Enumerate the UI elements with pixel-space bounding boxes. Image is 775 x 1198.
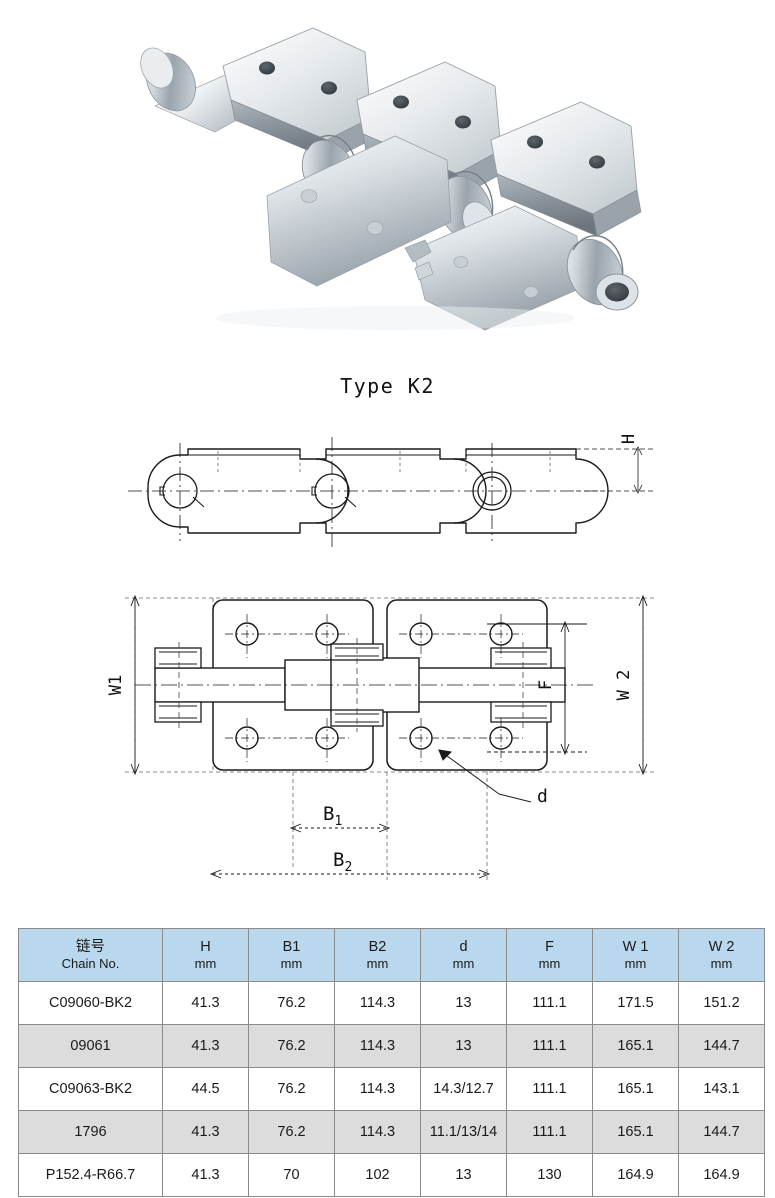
cell-d: 14.3/12.7 [420, 1067, 507, 1111]
cell-b2: 114.3 [334, 1110, 421, 1154]
header-line-1: H [200, 938, 211, 955]
column-header-w1: W 1 mm [592, 928, 679, 982]
side-elevation-drawing: H [110, 425, 670, 580]
column-header-w2: W 2 mm [678, 928, 765, 982]
cell-chain-no: P152.4-R66.7 [18, 1153, 163, 1197]
cell-b1: 76.2 [248, 981, 335, 1025]
header-line-2: mm [452, 955, 475, 971]
table-row: 09061 41.3 76.2 114.3 13 111.1 165.1 144… [18, 1024, 765, 1068]
dimension-label-b2: B2 [333, 849, 352, 875]
cell-d: 11.1/13/14 [420, 1110, 507, 1154]
specification-table: 链号 Chain No. H mm B1 mm B2 mm [18, 928, 765, 1197]
column-header-d: d mm [420, 928, 507, 982]
dimension-label-h: H [619, 434, 639, 444]
cell-w2: 143.1 [678, 1067, 765, 1111]
dimension-label-w2: W 2 [614, 670, 634, 701]
header-line-1: W 2 [708, 938, 735, 955]
cell-b1: 76.2 [248, 1067, 335, 1111]
cell-h: 41.3 [162, 1153, 249, 1197]
header-line-1: F [545, 938, 554, 955]
table-row: C09063-BK2 44.5 76.2 114.3 14.3/12.7 111… [18, 1067, 765, 1111]
cell-b1: 76.2 [248, 1024, 335, 1068]
cell-chain-no: 09061 [18, 1024, 163, 1068]
header-line-2: mm [538, 955, 561, 971]
cell-f: 111.1 [506, 1110, 593, 1154]
plan-view-drawing: W1 F W 2 d [95, 580, 685, 890]
cell-b1: 70 [248, 1153, 335, 1197]
cell-b1: 76.2 [248, 1110, 335, 1154]
cell-b2: 114.3 [334, 1024, 421, 1068]
header-line-2: mm [194, 955, 217, 971]
dimension-label-f: F [536, 680, 556, 690]
table-header-row: 链号 Chain No. H mm B1 mm B2 mm [18, 928, 765, 982]
cell-h: 41.3 [162, 981, 249, 1025]
cell-f: 130 [506, 1153, 593, 1197]
dimension-label-d: d [537, 786, 548, 807]
header-line-2: mm [710, 955, 733, 971]
cell-h: 44.5 [162, 1067, 249, 1111]
cell-b2: 102 [334, 1153, 421, 1197]
header-line-2: mm [366, 955, 389, 971]
column-header-h: H mm [162, 928, 249, 982]
cell-w1: 165.1 [592, 1024, 679, 1068]
cell-d: 13 [420, 981, 507, 1025]
cell-f: 111.1 [506, 1067, 593, 1111]
cell-f: 111.1 [506, 1024, 593, 1068]
header-line-2: Chain No. [61, 955, 120, 971]
product-photo [95, 0, 720, 340]
dimension-label-b1: B1 [323, 803, 342, 829]
cell-w1: 165.1 [592, 1067, 679, 1111]
dimension-label-w1: W1 [106, 675, 126, 695]
cell-chain-no: C09060-BK2 [18, 981, 163, 1025]
table-row: 1796 41.3 76.2 114.3 11.1/13/14 111.1 16… [18, 1110, 765, 1154]
header-line-1: B1 [282, 938, 301, 955]
cell-chain-no: 1796 [18, 1110, 163, 1154]
cell-f: 111.1 [506, 981, 593, 1025]
header-line-1: 链号 [76, 938, 105, 955]
cell-w1: 171.5 [592, 981, 679, 1025]
header-line-2: mm [280, 955, 303, 971]
table-row: C09060-BK2 41.3 76.2 114.3 13 111.1 171.… [18, 981, 765, 1025]
cell-w2: 164.9 [678, 1153, 765, 1197]
column-header-b1: B1 mm [248, 928, 335, 982]
cell-b2: 114.3 [334, 1067, 421, 1111]
cell-w1: 164.9 [592, 1153, 679, 1197]
cell-w2: 144.7 [678, 1110, 765, 1154]
cell-d: 13 [420, 1153, 507, 1197]
header-line-1: d [459, 938, 468, 955]
column-header-f: F mm [506, 928, 593, 982]
header-line-2: mm [624, 955, 647, 971]
table-row: P152.4-R66.7 41.3 70 102 13 130 164.9 16… [18, 1153, 765, 1197]
cell-d: 13 [420, 1024, 507, 1068]
header-line-1: W 1 [622, 938, 649, 955]
cell-h: 41.3 [162, 1024, 249, 1068]
type-label: Type K2 [340, 374, 435, 398]
cell-b2: 114.3 [334, 981, 421, 1025]
cell-chain-no: C09063-BK2 [18, 1067, 163, 1111]
header-line-1: B2 [368, 938, 387, 955]
cell-h: 41.3 [162, 1110, 249, 1154]
column-header-chain-no: 链号 Chain No. [18, 928, 163, 982]
column-header-b2: B2 mm [334, 928, 421, 982]
cell-w2: 151.2 [678, 981, 765, 1025]
cell-w1: 165.1 [592, 1110, 679, 1154]
cell-w2: 144.7 [678, 1024, 765, 1068]
